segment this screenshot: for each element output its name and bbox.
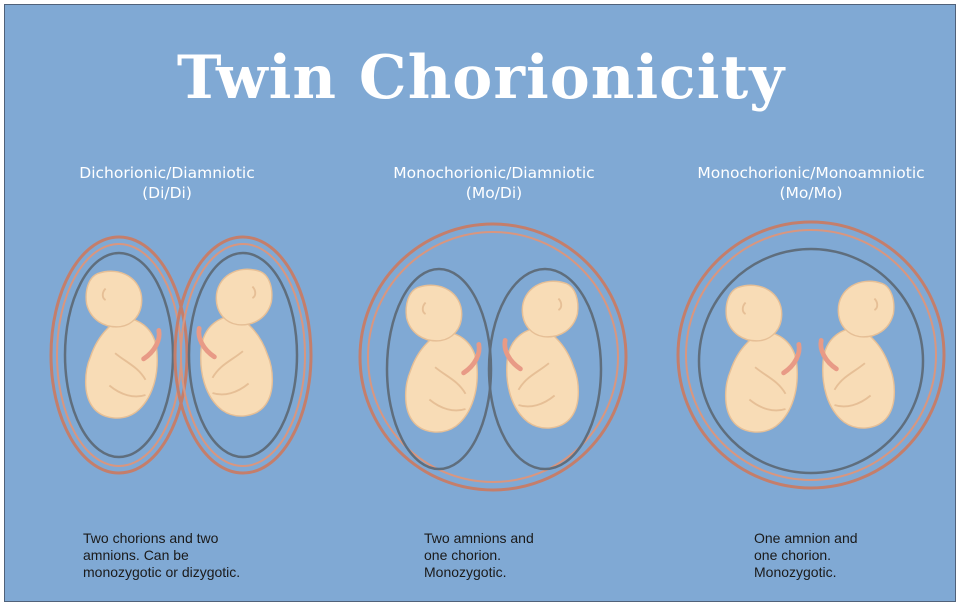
chorion-outer xyxy=(360,224,626,490)
panel-illustration-mo-di xyxy=(360,224,626,490)
fetus-icon xyxy=(86,271,160,418)
description-line: Monozygotic. xyxy=(424,564,664,581)
description-line: Two amnions and xyxy=(424,530,664,547)
fetus-icon xyxy=(726,285,800,432)
amnion-single xyxy=(699,249,923,473)
panel-description-di-di: Two chorions and two amnions. Can be mon… xyxy=(83,530,323,581)
panel-description-mo-di: Two amnions and one chorion. Monozygotic… xyxy=(424,530,664,581)
description-line: Monozygotic. xyxy=(754,564,956,581)
fetus-icon xyxy=(199,269,273,416)
description-line: one chorion. xyxy=(424,547,664,564)
panel-illustration-di-di xyxy=(51,237,311,473)
chorion-outer xyxy=(678,222,944,488)
panel-description-mo-mo: One amnion and one chorion. Monozygotic. xyxy=(754,530,956,581)
description-line: one chorion. xyxy=(754,547,956,564)
fetus-icon xyxy=(821,281,895,428)
description-line: Two chorions and two xyxy=(83,530,323,547)
fetus-icon xyxy=(406,285,480,432)
description-line: monozygotic or dizygotic. xyxy=(83,564,323,581)
twin-illustrations xyxy=(5,5,956,602)
fetus-icon xyxy=(505,281,579,428)
chorion-inner xyxy=(686,230,936,480)
description-line: One amnion and xyxy=(754,530,956,547)
description-line: amnions. Can be xyxy=(83,547,323,564)
diagram-frame: Twin Chorionicity Dichorionic/Diamniotic… xyxy=(4,4,956,602)
panel-illustration-mo-mo xyxy=(678,222,944,488)
